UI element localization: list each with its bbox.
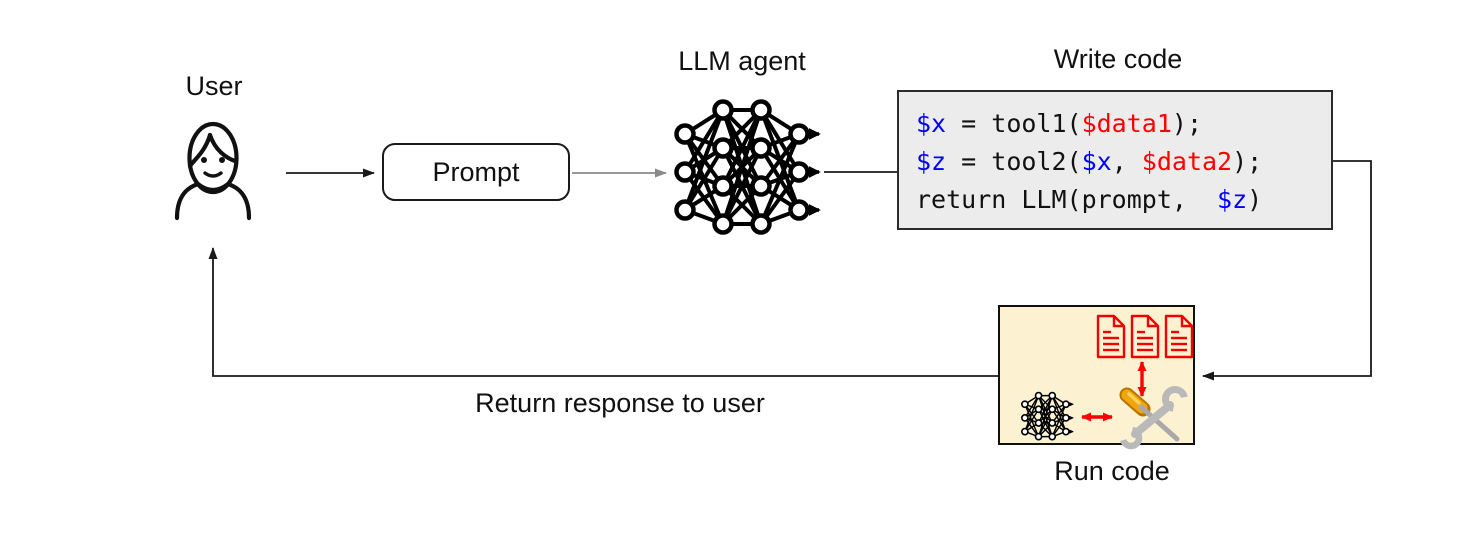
code-token: return LLM(prompt,: [916, 185, 1218, 214]
code-token: $x: [916, 109, 947, 138]
run-code-label: Run code: [1054, 456, 1170, 486]
code-token: $data2: [1141, 147, 1233, 176]
code-token: ): [1247, 185, 1263, 214]
return-response-label: Return response to user: [475, 388, 765, 418]
person-icon: [174, 121, 252, 221]
code-token: );: [1232, 147, 1263, 176]
connector-runcode-to-user: [208, 247, 998, 377]
llm-agent-label: LLM agent: [678, 46, 806, 76]
prompt-box: Prompt: [382, 143, 570, 201]
code-line: $z = tool2($x, $data2);: [916, 143, 1331, 181]
code-token: $z: [1217, 185, 1248, 214]
user-label: User: [185, 71, 243, 101]
write-code-box: $x = tool1($data1); $z = tool2($x, $data…: [897, 90, 1333, 230]
write-code-label: Write code: [1053, 44, 1183, 74]
run-code-box: [998, 305, 1195, 445]
neural-network-icon: [677, 102, 820, 233]
code-token: ,: [1111, 147, 1142, 176]
code-token: = tool2(: [946, 147, 1082, 176]
prompt-label: Prompt: [432, 156, 520, 187]
code-line: return LLM(prompt, $z): [916, 181, 1331, 219]
code-token: $x: [1081, 147, 1112, 176]
code-token: $data1: [1081, 109, 1172, 138]
code-token: );: [1171, 109, 1202, 138]
code-token: $z: [916, 147, 947, 176]
code-line: $x = tool1($data1);: [916, 105, 1331, 143]
code-token: = tool1(: [946, 109, 1082, 138]
